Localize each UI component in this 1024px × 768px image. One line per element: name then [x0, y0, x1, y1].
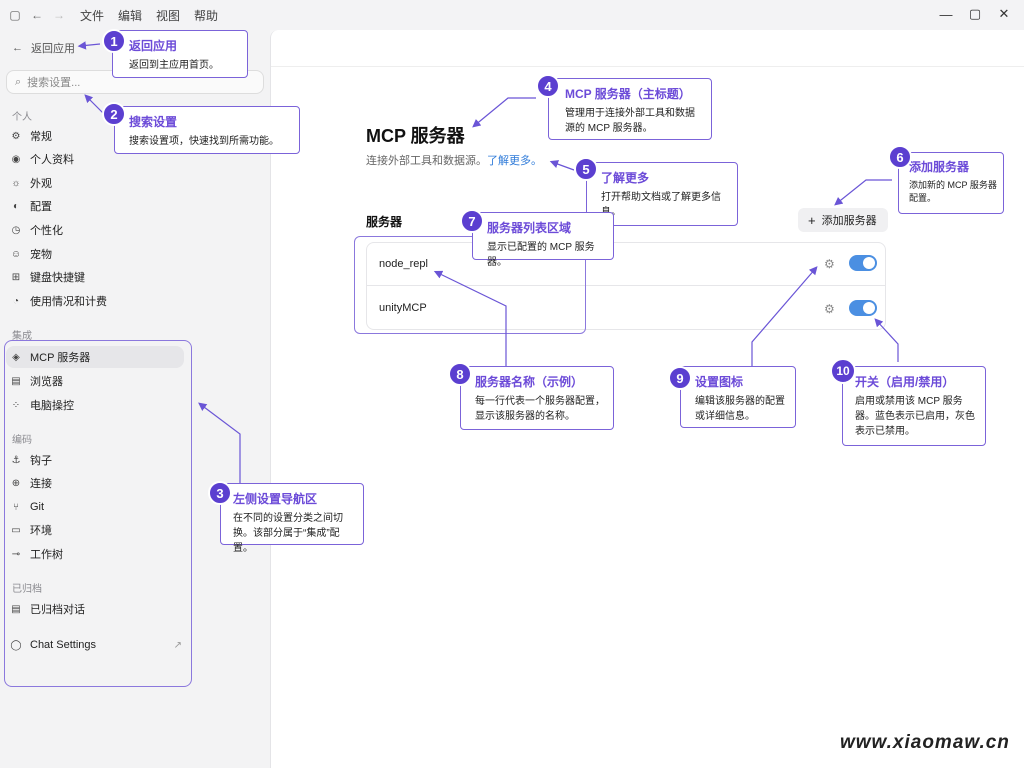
section-coding: 编码: [12, 435, 32, 446]
page-title: MCP 服务器: [366, 126, 465, 146]
callout-badge-5: 5: [574, 157, 598, 181]
callout-badge-3: 3: [208, 481, 232, 505]
callout-9: 设置图标编辑该服务器的配置或详细信息。: [680, 366, 796, 428]
menu-edit[interactable]: 编辑: [118, 8, 143, 23]
sidebar-item-config[interactable]: ◐配置: [10, 195, 52, 217]
menu-help[interactable]: 帮助: [194, 8, 219, 23]
maximize-icon[interactable]: ▢: [968, 6, 982, 21]
sidebar-item-hooks[interactable]: ⚓钩子: [11, 454, 52, 468]
callout-10: 开关（启用/禁用）启用或禁用该 MCP 服务器。蓝色表示已启用，灰色表示已禁用。: [842, 366, 986, 446]
sidebar-item-worktree[interactable]: ⊸工作树: [11, 548, 63, 562]
browser-icon: ▤: [11, 375, 21, 387]
sidebar-item-usage[interactable]: ◔使用情况和计费: [10, 290, 107, 312]
palette-icon: ◐: [12, 200, 20, 212]
chat-icon: ◯: [10, 639, 22, 651]
callout-badge-1: 1: [102, 29, 126, 53]
server-row: node_repl: [366, 242, 886, 286]
callout-8: 服务器名称（示例）每一行代表一个服务器配置，显示该服务器的名称。: [460, 366, 614, 430]
section-archived: 已归档: [12, 584, 42, 595]
sidebar-item-browser[interactable]: ▤浏览器: [11, 375, 63, 389]
learn-more-link[interactable]: 了解更多。: [487, 155, 542, 167]
sidebar-item-archived-chats[interactable]: ▤已归档对话: [11, 603, 85, 617]
callout-3: 左侧设置导航区在不同的设置分类之间切换。该部分属于“集成”配置。: [220, 483, 364, 554]
close-icon[interactable]: ✕: [998, 6, 1010, 21]
watermark: www.xiaomaw.cn: [840, 732, 1010, 753]
divider: [271, 66, 1024, 67]
callout-6: 添加服务器添加新的 MCP 服务器配置。: [898, 152, 1004, 214]
section-integrations: 集成: [12, 331, 32, 342]
back-arrow-icon[interactable]: ←: [31, 8, 43, 22]
sidebar-item-shortcuts[interactable]: ⊞键盘快捷键: [11, 271, 85, 285]
section-personal: 个人: [12, 112, 32, 123]
sun-icon: ☼: [11, 177, 21, 189]
external-link-icon: ↗: [173, 639, 182, 651]
callout-7: 服务器列表区域显示已配置的 MCP 服务器。: [472, 212, 614, 268]
sidebar-nav-highlight: [4, 340, 192, 687]
callout-2: 搜索设置搜索设置项，快速找到所需功能。: [114, 106, 300, 154]
git-branch-icon: ⑂: [13, 501, 19, 513]
user-icon: ◉: [11, 153, 21, 165]
sidebar-item-git[interactable]: ⑂Git: [10, 496, 44, 518]
server-enable-toggle[interactable]: [849, 300, 877, 316]
sidebar-item-appearance[interactable]: ☼外观: [11, 177, 52, 191]
sidebar-item-mcp-servers[interactable]: ◈MCP 服务器: [6, 346, 184, 368]
sidebar-item-computer-use[interactable]: ⁘电脑操控: [11, 399, 74, 413]
server-settings-gear-icon[interactable]: ⚙: [824, 302, 835, 316]
archive-icon: ▤: [11, 603, 21, 615]
callout-badge-6: 6: [888, 145, 912, 169]
page-subtitle: 连接外部工具和数据源。了解更多。: [366, 155, 542, 167]
pet-icon: ☺: [10, 248, 22, 260]
keyboard-icon: ⊞: [11, 271, 21, 283]
arrow-left-icon: ←: [12, 42, 23, 54]
globe-icon: ⊕: [11, 477, 21, 489]
anchor-icon: ⚓: [11, 454, 21, 466]
sidebar-item-connections[interactable]: ⊕连接: [11, 477, 52, 491]
sidebar-item-profile[interactable]: ◉个人资料: [11, 153, 74, 167]
title-bar: ▢ ← → 文件 编辑 视图 帮助 — ▢ ✕: [0, 0, 1024, 30]
sidebar-toggle-icon[interactable]: ▢: [9, 8, 21, 22]
callout-badge-8: 8: [448, 362, 472, 386]
server-settings-gear-icon[interactable]: ⚙: [824, 257, 835, 271]
menu-view[interactable]: 视图: [156, 8, 181, 23]
forward-arrow-icon[interactable]: →: [53, 8, 65, 22]
back-label: 返回应用: [31, 43, 75, 55]
server-name: node_repl: [379, 258, 428, 270]
callout-badge-9: 9: [668, 366, 692, 390]
gauge-icon: ◔: [12, 295, 20, 307]
menu-file[interactable]: 文件: [80, 8, 105, 23]
servers-heading: 服务器: [366, 215, 403, 229]
plus-icon: +: [808, 212, 816, 228]
sidebar-item-environment[interactable]: ▭环境: [11, 524, 52, 538]
callout-badge-7: 7: [460, 209, 484, 233]
mcp-icon: ◈: [12, 351, 20, 363]
callout-badge-2: 2: [102, 102, 126, 126]
sidebar-item-general[interactable]: ⚙常规: [11, 130, 52, 144]
server-enable-toggle[interactable]: [849, 255, 877, 271]
gear-icon: ⚙: [11, 130, 21, 142]
server-list-highlight: [354, 236, 586, 334]
sidebar-item-pets[interactable]: ☺宠物: [10, 248, 52, 262]
clock-icon: ◷: [11, 224, 21, 236]
sidebar-item-personalize[interactable]: ◷个性化: [11, 224, 63, 238]
pointer-icon: ⁘: [11, 399, 21, 411]
terminal-icon: ▭: [11, 524, 21, 536]
callout-4: MCP 服务器（主标题）管理用于连接外部工具和数据源的 MCP 服务器。: [548, 78, 712, 140]
search-icon: ⌕: [15, 75, 22, 88]
callout-1: 返回应用返回到主应用首页。: [112, 30, 248, 78]
add-server-button[interactable]: +添加服务器: [798, 208, 888, 232]
server-name: unityMCP: [379, 301, 427, 314]
server-row: unityMCP: [366, 286, 886, 330]
search-placeholder: 搜索设置...: [27, 77, 81, 89]
worktree-icon: ⊸: [11, 548, 21, 560]
callout-badge-10: 10: [830, 358, 856, 384]
minimize-icon[interactable]: —: [939, 6, 953, 22]
back-to-app-button[interactable]: ← 返回应用: [12, 40, 75, 56]
callout-badge-4: 4: [536, 74, 560, 98]
sidebar-item-chat-settings[interactable]: ◯Chat Settings↗: [10, 639, 182, 651]
